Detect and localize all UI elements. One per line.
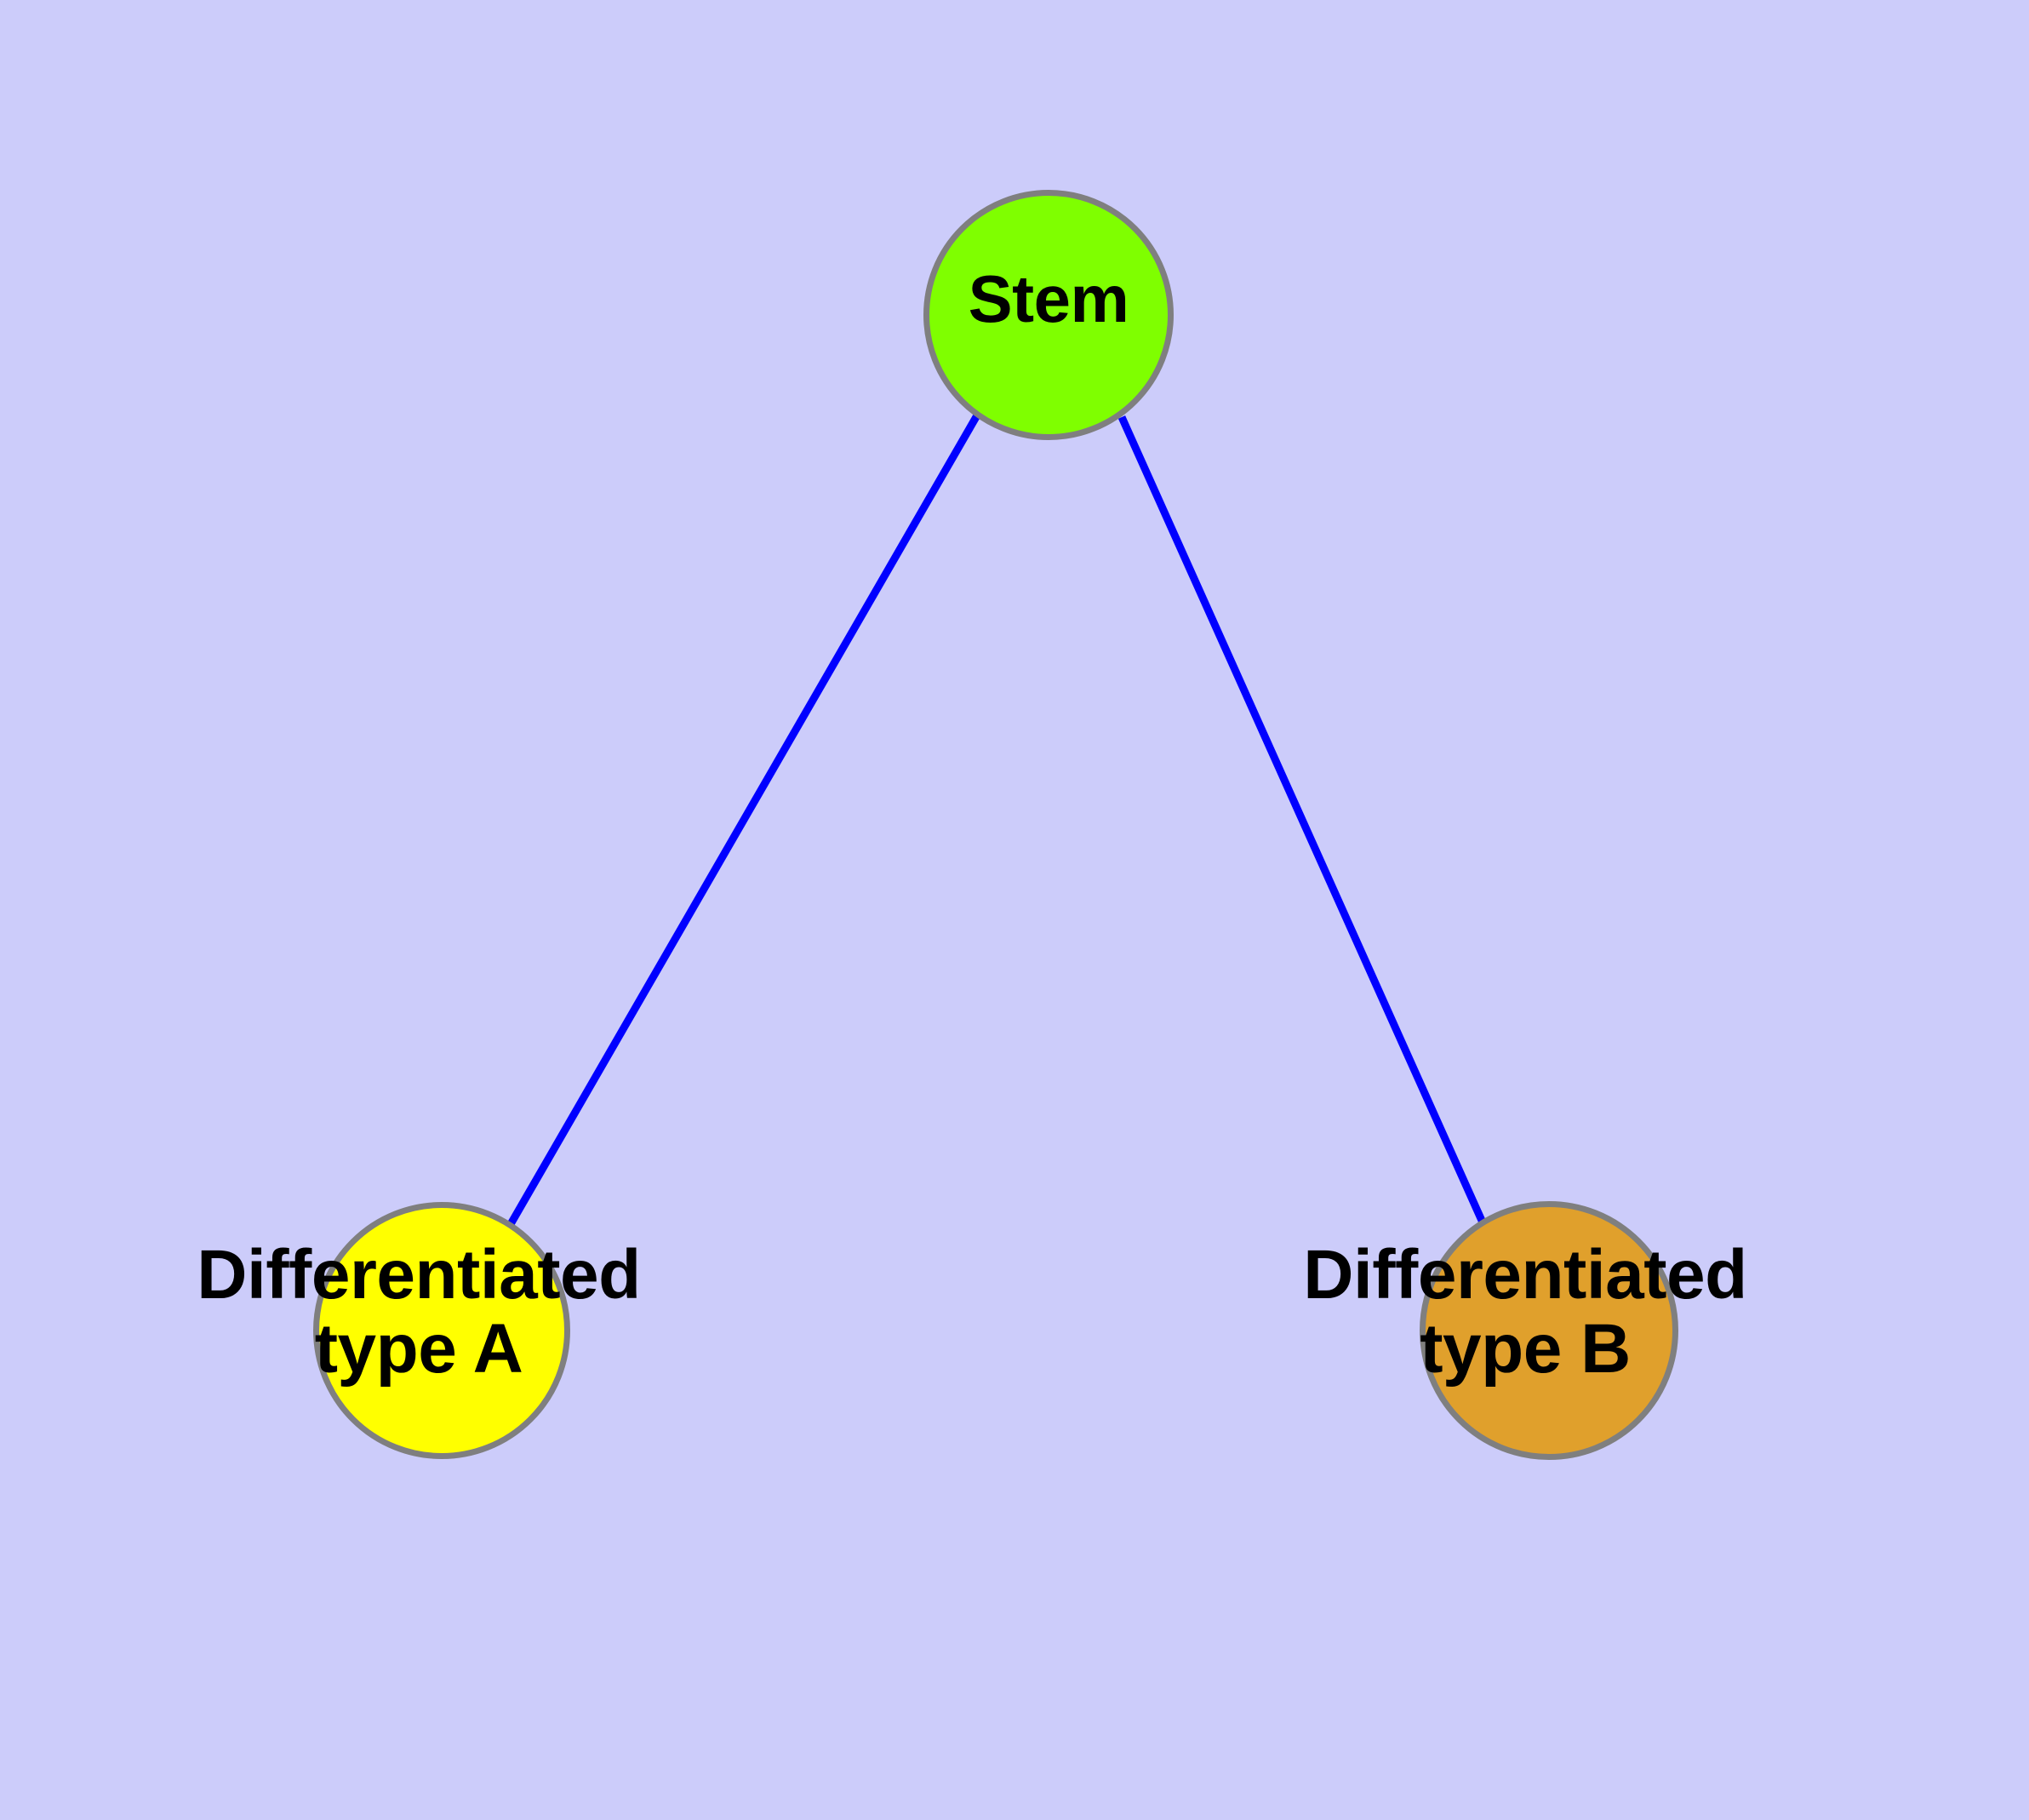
node-differentiated-type-a[interactable] <box>313 1202 570 1459</box>
node-differentiated-type-b[interactable] <box>1420 1201 1678 1460</box>
edge-stem-to-diff-a[interactable] <box>507 413 980 1227</box>
node-stem[interactable] <box>923 190 1174 440</box>
edge-stem-to-diff-b[interactable] <box>1117 415 1487 1224</box>
